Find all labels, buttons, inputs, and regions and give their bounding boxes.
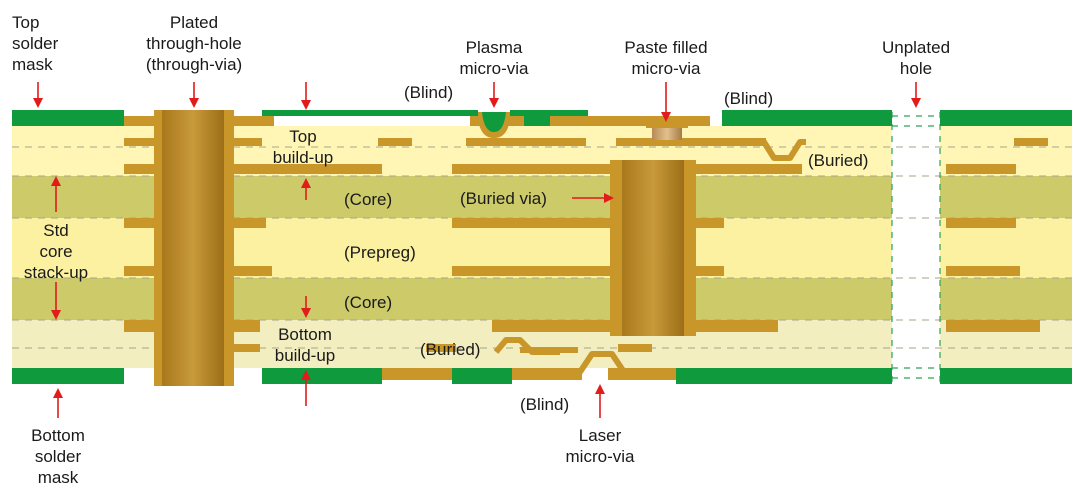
- label-blind-top-right: (Blind): [724, 89, 774, 108]
- plasma-micro-via: [478, 112, 510, 138]
- copper-features: [124, 116, 1048, 380]
- arrow-bottom-build-up-up: [301, 370, 311, 406]
- label-top-build-up: Top build-up: [272, 127, 334, 167]
- arrow-buried-via: [572, 193, 614, 203]
- bottom-solder-mask: [12, 368, 1072, 384]
- label-paste-filled-micro-via: Paste filled micro-via: [624, 38, 708, 78]
- arrow-bottom-solder-mask: [53, 388, 63, 418]
- label-unplated-hole: Unplated hole: [881, 38, 951, 78]
- arrow-unplated-hole: [911, 82, 921, 108]
- label-bottom-solder-mask: Bottom solder mask: [31, 426, 85, 487]
- arrow-top-build-up-up: [301, 178, 311, 200]
- arrow-bottom-build-up-down: [301, 296, 311, 318]
- paste-filled-micro-via: [646, 124, 688, 140]
- arrow-std-core-up: [51, 176, 61, 212]
- label-core-2: (Core): [344, 293, 393, 312]
- label-plated-through-hole: Plated through-hole (through-via): [145, 13, 243, 74]
- label-top-solder-mask: Top solder mask: [12, 13, 59, 74]
- label-buried-via: (Buried via): [460, 189, 547, 208]
- label-buried-bottom: (Buried): [420, 340, 481, 359]
- arrow-paste-filled-micro-via: [661, 82, 671, 122]
- label-bottom-build-up: Bottom build-up: [274, 325, 336, 365]
- laser-micro-via-shape: [520, 347, 640, 375]
- label-blind-bottom: (Blind): [520, 395, 570, 414]
- arrow-std-core-down: [51, 282, 61, 320]
- label-blind-top-left: (Blind): [404, 83, 454, 102]
- plated-through-hole: [154, 110, 234, 386]
- label-plasma-micro-via: Plasma micro-via: [459, 38, 529, 78]
- label-std-core-stack-up: Std core stack-up: [23, 221, 89, 282]
- unplated-hole-edges: [891, 112, 941, 386]
- buried-via: [610, 160, 696, 336]
- label-buried-top: (Buried): [808, 151, 869, 170]
- arrow-top-build-up-down: [301, 82, 311, 110]
- label-laser-micro-via: Laser micro-via: [565, 426, 635, 466]
- unplated-hole: [892, 108, 940, 386]
- buried-micro-via-top-right: [740, 139, 806, 161]
- label-core-1: (Core): [344, 190, 393, 209]
- arrow-plated-through-hole: [189, 82, 199, 108]
- arrow-plasma-micro-via: [489, 82, 499, 108]
- label-prepreg: (Prepreg): [344, 243, 416, 262]
- top-solder-mask: [12, 110, 1072, 126]
- arrow-laser-micro-via: [595, 384, 605, 418]
- arrow-top-solder-mask: [33, 82, 43, 108]
- arrows: [33, 82, 921, 418]
